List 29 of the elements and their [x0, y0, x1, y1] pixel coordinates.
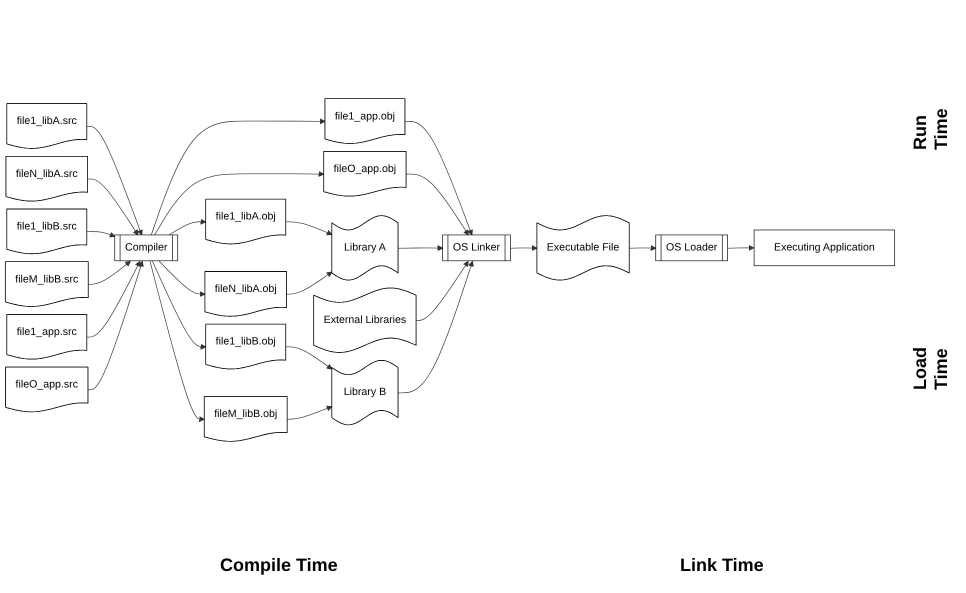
phase-label: Load Time: [910, 346, 952, 390]
node-box: Executing Application: [754, 230, 896, 266]
arrow: [287, 406, 332, 420]
arrow: [629, 245, 656, 251]
arrow: [168, 218, 206, 236]
arrow: [86, 260, 140, 338]
arrow: [728, 244, 754, 251]
arrow: [88, 260, 131, 285]
phase-label: Link Time: [680, 555, 764, 576]
arrow: [86, 231, 116, 238]
arrow: [88, 260, 144, 390]
arrow: [404, 121, 473, 236]
arrow: [286, 346, 332, 370]
arrow: [154, 171, 324, 236]
arrow: [158, 260, 206, 297]
arrow: [86, 126, 143, 236]
arrow: [286, 221, 332, 236]
arrow: [150, 118, 326, 236]
arrow: [398, 245, 444, 251]
arrow: [150, 260, 205, 422]
arrow: [152, 260, 206, 350]
arrow: [88, 178, 138, 236]
phase-label: Run Time: [910, 107, 952, 150]
arrow: [406, 174, 469, 236]
arrow: [416, 260, 469, 321]
phase-label: Compile Time: [220, 555, 338, 576]
arrow: [398, 260, 474, 394]
arrow: [510, 245, 538, 251]
arrow: [286, 272, 332, 295]
